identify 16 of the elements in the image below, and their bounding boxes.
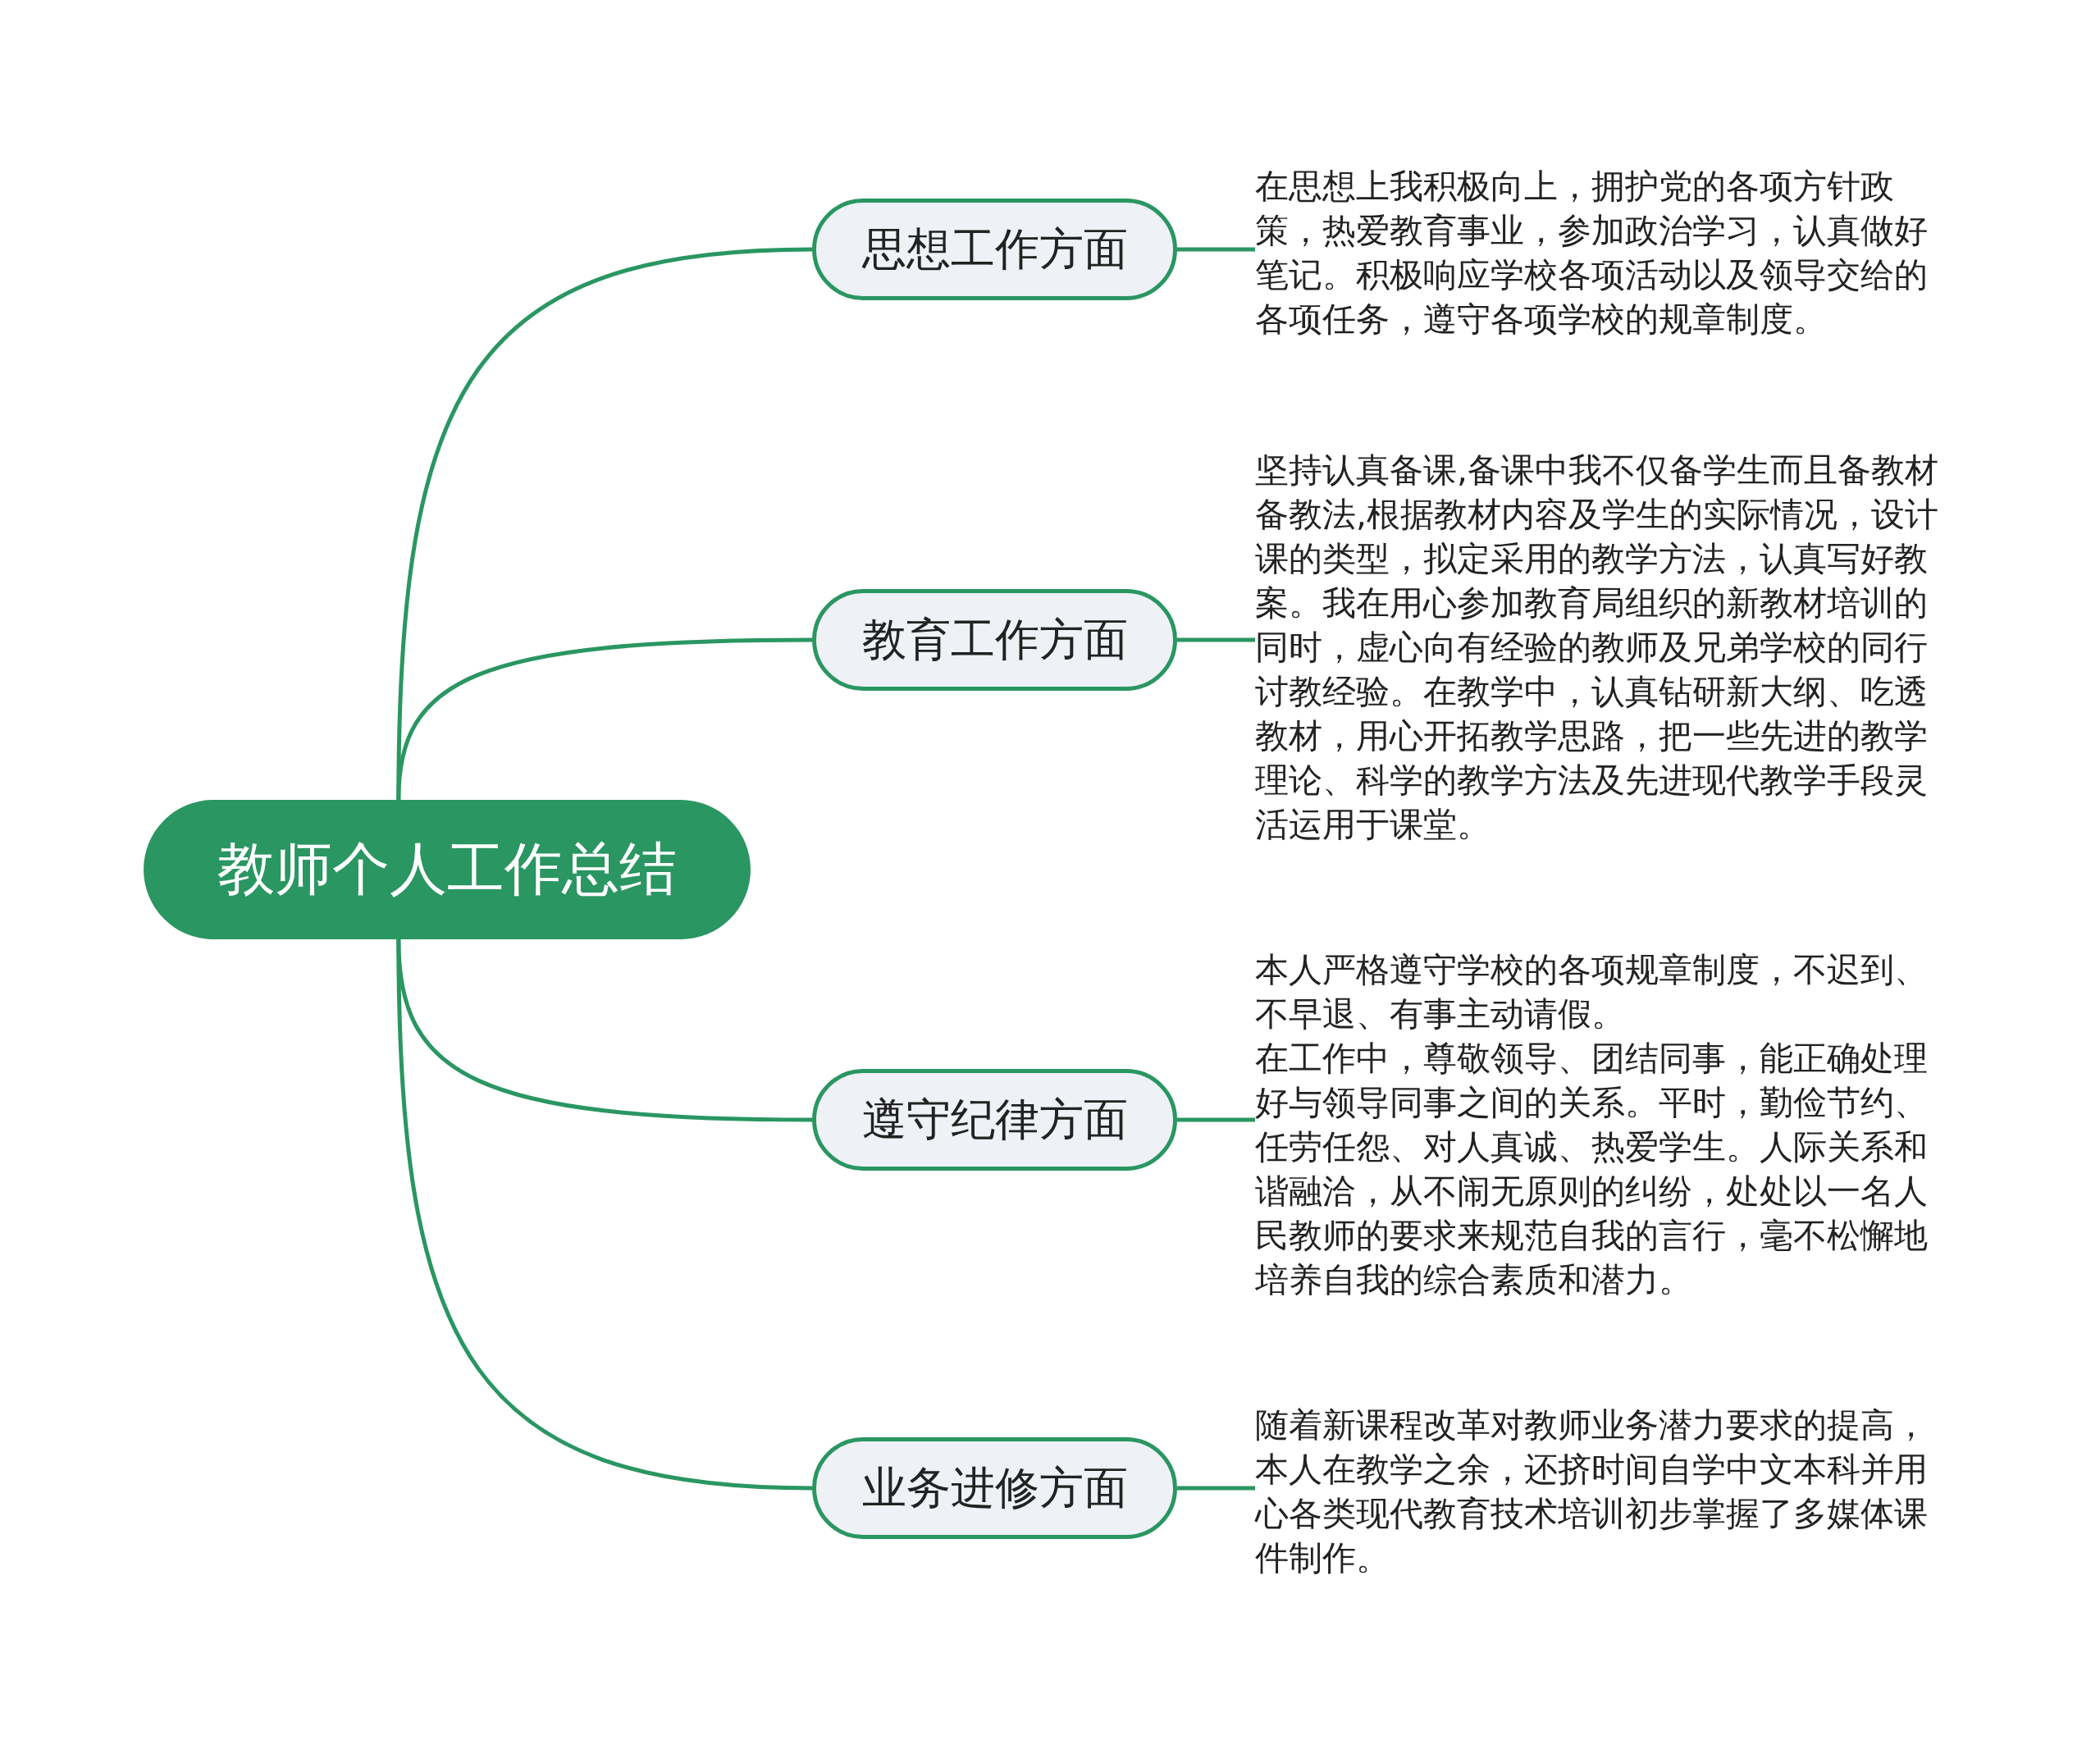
connector-line	[1177, 637, 1255, 642]
connector-line	[1177, 1486, 1255, 1491]
topic-box: 遵守纪律方面	[812, 1069, 1177, 1171]
topic-box: 业务进修方面	[812, 1437, 1177, 1539]
topic-box: 教育工作方面	[812, 589, 1177, 691]
paragraph-text: 随着新课程改革对教师业务潜力要求的提高，本人在教学之余，还挤时间自学中文本科并用心各类现代教育技术培训初步掌握了多媒体课件制作。	[1255, 1403, 1952, 1580]
connector-line	[1177, 247, 1255, 252]
paragraph-text: 在工作中，尊敬领导、团结同事，能正确处理好与领导同事之间的关系。平时，勤俭节约、任劳任怨、对人真诚、热爱学生。人际关系和谐融洽，从不闹无原则的纠纷，处处以一名人民教师的要求来规范自我的言行，毫不松懈地培养自我的综合素质和潜力。	[1255, 1038, 1929, 1301]
paragraph-text: 坚持认真备课,备课中我不仅备学生而且备教材备教法,根据教材内容及学生的实际情况，设计课的类型，拟定采用的教学方法，认真写好教案。我在用心参加教育局组织的新教材培训的同时，虚心向有经验的教师及兄弟学校的同行讨教经验。在教学中，认真钻研新大纲、吃透教材，用心开拓教学思路，把一些先进的教学理论、科学的教学方法及先进现代教学手段灵活运用于课堂。	[1255, 448, 1952, 847]
topic-box: 思想工作方面	[812, 199, 1177, 300]
connector-line	[396, 939, 813, 1491]
connector-line	[1177, 1117, 1255, 1122]
central-topic-box: 教师个人工作总结	[144, 800, 751, 939]
connector-line	[396, 637, 813, 801]
paragraph-text: 本人严格遵守学校的各项规章制度，不迟到、不早退、有事主动请假。	[1255, 949, 1929, 1035]
paragraph-text: 在思想上我积极向上，拥护党的各项方针政策，热爱教育事业，参加政治学习，认真做好笔记。积极响应学校各项活动以及领导交给的各项任务，遵守各项学校的规章制度。	[1255, 164, 1952, 341]
